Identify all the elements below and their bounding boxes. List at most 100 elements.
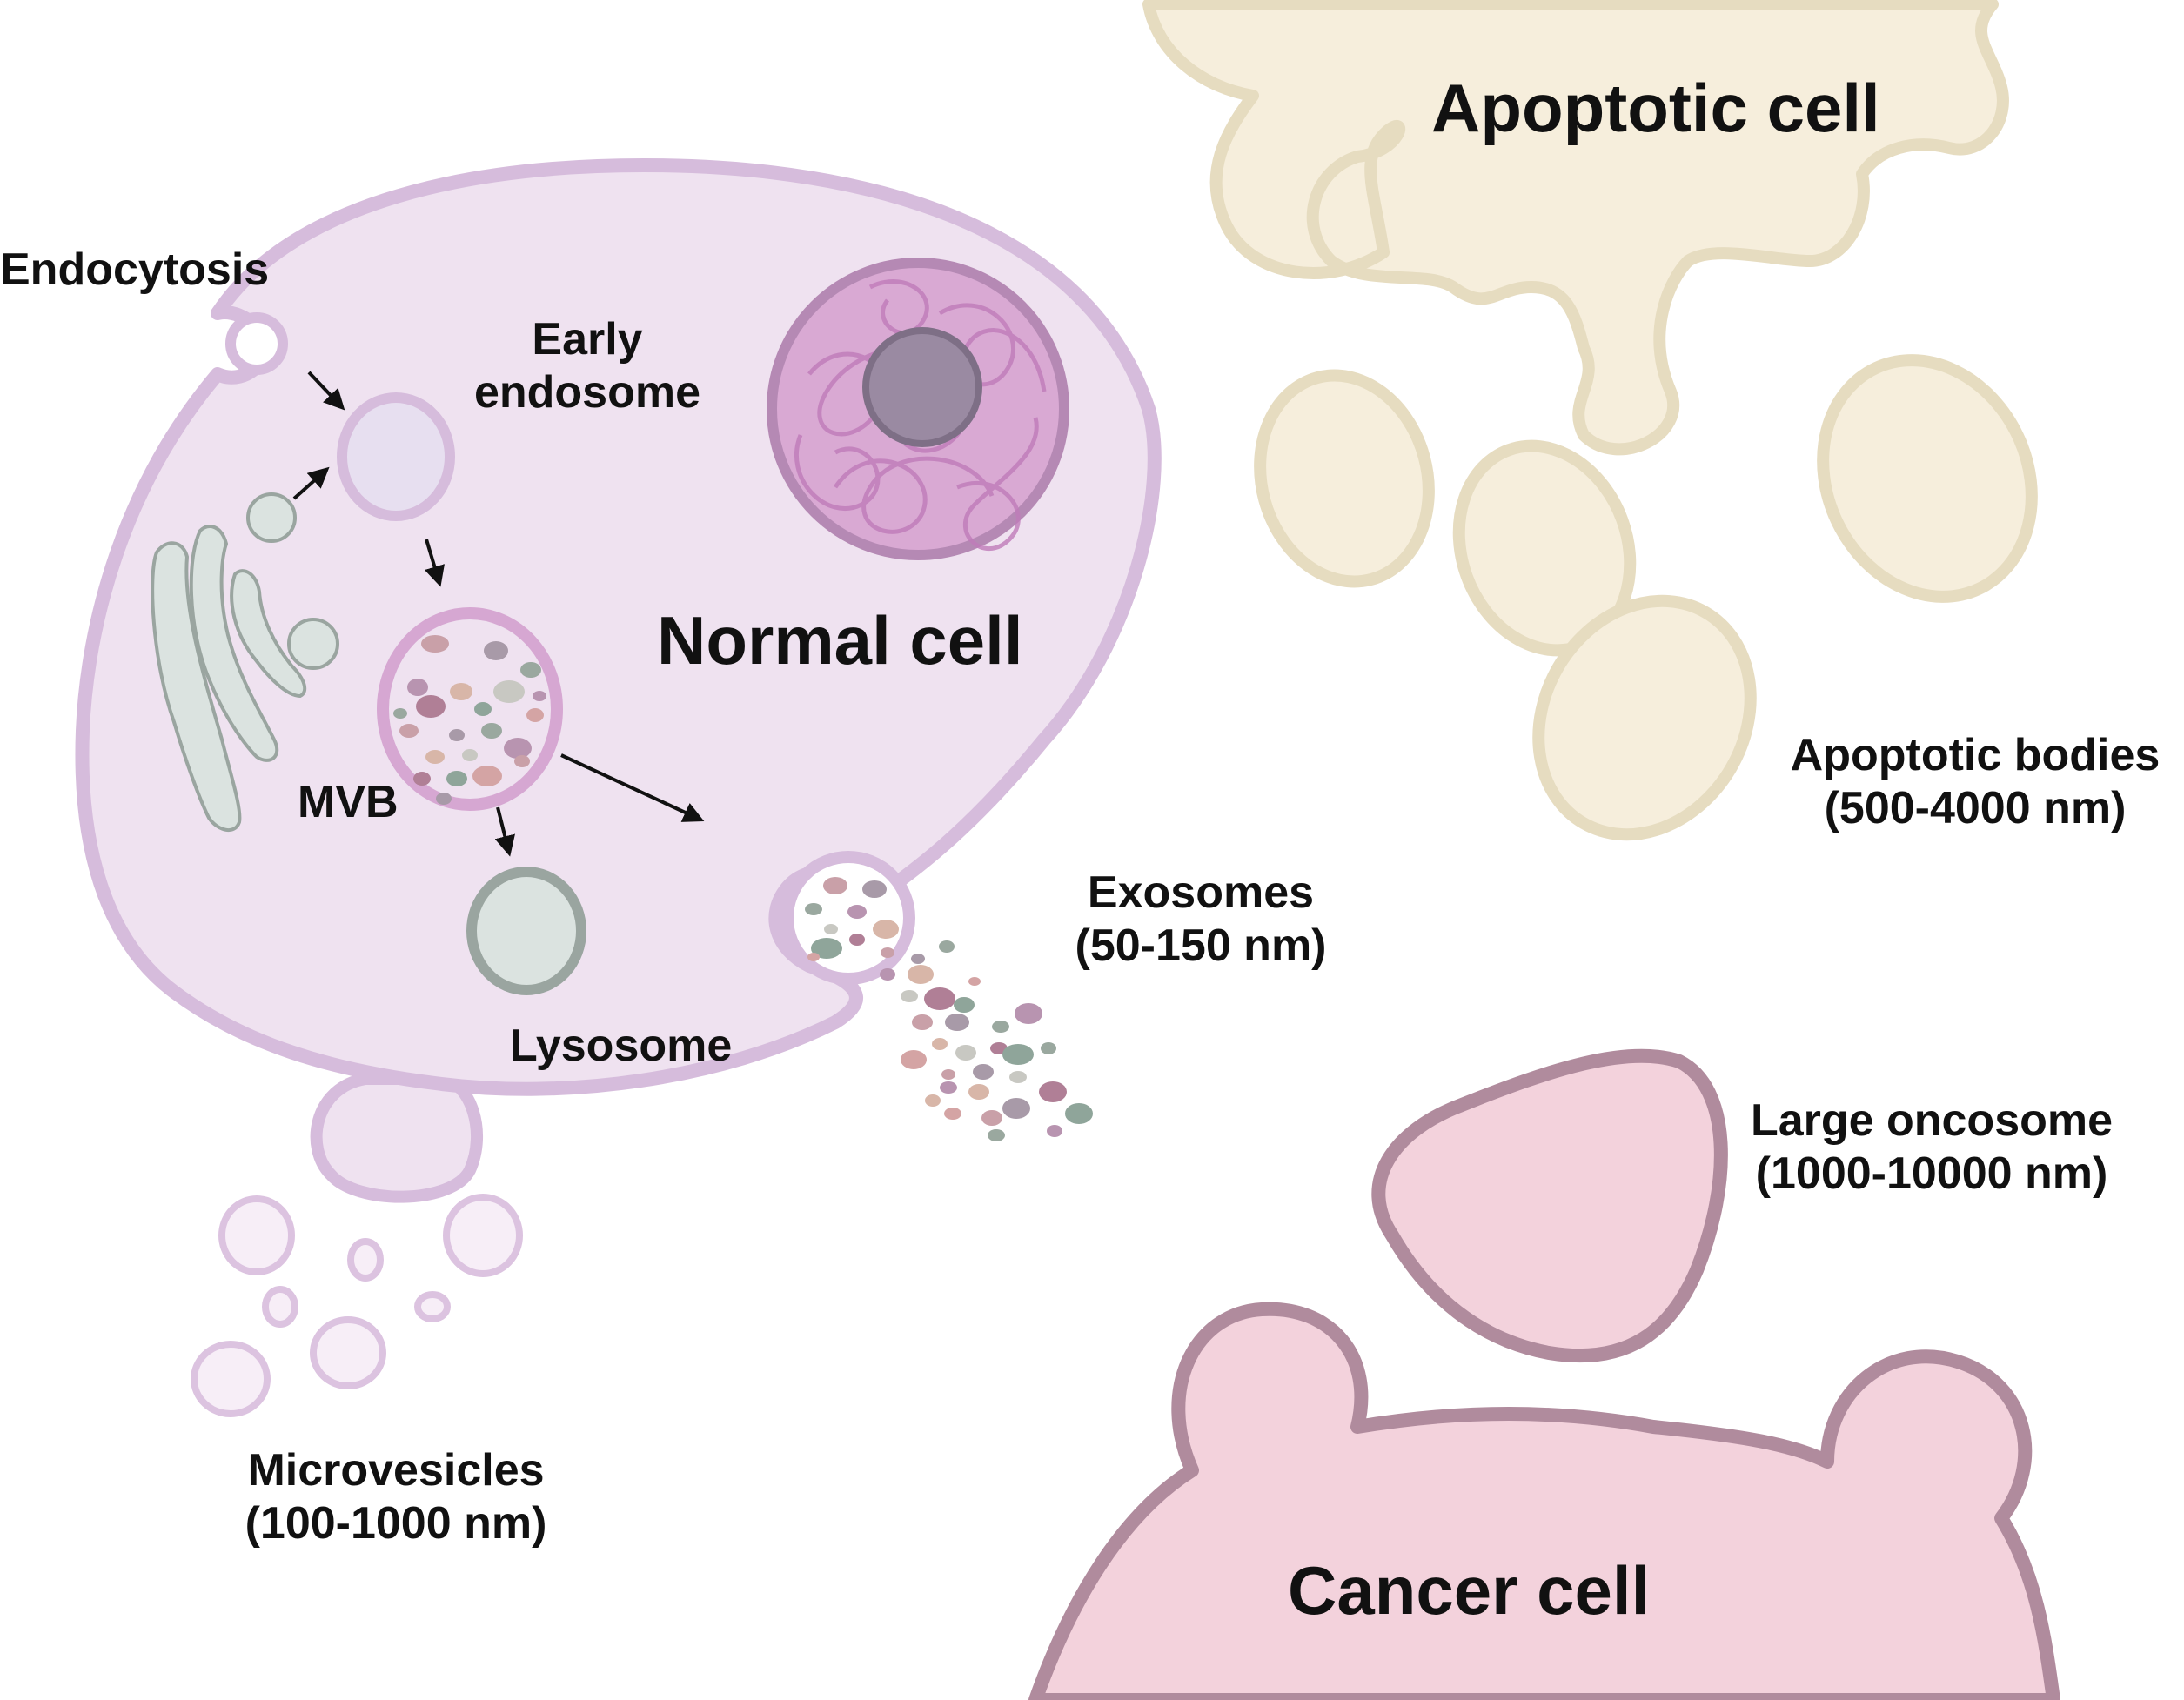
microvesicle-bud	[310, 1073, 483, 1203]
microvesicle	[347, 1238, 384, 1282]
exosome-particle	[1002, 1098, 1030, 1119]
microvesicle	[218, 1195, 295, 1275]
apoptotic-body	[1532, 594, 1757, 841]
intraluminal-vesicle	[416, 695, 446, 718]
apoptotic-bodies-label: Apoptotic bodies (500-4000 nm)	[1762, 729, 2184, 836]
exosome-particle	[954, 997, 975, 1013]
exosome-particle	[925, 1094, 941, 1107]
cancer-cell	[1028, 1302, 2060, 1700]
exosome-particle	[880, 968, 895, 981]
endocytosis-pit	[225, 312, 288, 375]
exosome-particle	[912, 1014, 933, 1030]
apoptotic-cell	[1142, 0, 2009, 456]
exosomes-label-line2: (50-150 nm)	[1075, 920, 1327, 972]
microvesicle	[262, 1286, 298, 1328]
arrow-mvb-to-lysosome	[494, 806, 515, 857]
arrow-endocytosis-to-endosome	[307, 371, 345, 411]
exosome-particle	[945, 1014, 969, 1031]
large-oncosome	[1371, 1048, 1728, 1363]
apoptotic-body	[1817, 354, 2038, 603]
arrow-endosome-to-mvb	[424, 539, 445, 587]
apoptotic-bodies-label-line1: Apoptotic bodies	[1790, 730, 2161, 780]
exosome-particle	[1009, 1071, 1027, 1083]
exosome-particle	[807, 953, 820, 961]
lysosome	[466, 867, 586, 995]
arrow-golgi-to-endosome	[292, 466, 330, 500]
intraluminal-vesicle	[436, 793, 452, 805]
exosome-particle	[1065, 1103, 1093, 1124]
intraluminal-vesicle	[484, 641, 508, 660]
normal-cell-label: Normal cell	[657, 602, 1023, 679]
large-oncosome-label-line2: (1000-10000 nm)	[1755, 1148, 2108, 1200]
microvesicles-label-line1: Microvesicles	[247, 1445, 545, 1496]
exosome-particle	[968, 977, 981, 986]
exosome-particle	[1002, 1044, 1034, 1065]
exosome-particle	[973, 1064, 994, 1080]
exosome-particle	[824, 924, 838, 934]
exosome-particle	[981, 1110, 1002, 1126]
intraluminal-vesicle	[520, 662, 541, 678]
early-endosome-label-line1: Early	[532, 314, 643, 365]
exosome-particle	[908, 965, 934, 984]
exosome-particle	[988, 1129, 1005, 1141]
intraluminal-vesicle	[462, 749, 478, 761]
exosome-particle	[939, 940, 955, 953]
exosome-particle	[992, 1021, 1009, 1033]
exosome-particle	[968, 1084, 989, 1100]
cancer-cell-group	[1028, 1048, 2060, 1700]
mvb	[377, 607, 563, 811]
exosome-particle	[823, 877, 847, 894]
exosome-particle	[849, 934, 865, 946]
intraluminal-vesicle	[399, 724, 419, 738]
apoptotic-cell-group	[1142, 0, 2038, 841]
microvesicle	[443, 1194, 523, 1277]
apoptotic-bodies-label-line2: (500-4000 nm)	[1824, 783, 2127, 834]
exosome-particle	[901, 1050, 927, 1069]
lysosome-label: Lysosome	[510, 1021, 733, 1071]
exosome-particle	[901, 990, 918, 1002]
golgi-apparatus	[151, 492, 339, 832]
exosome-particle	[911, 954, 925, 964]
exosome-particle	[881, 947, 894, 958]
intraluminal-vesicle	[413, 772, 431, 786]
intraluminal-vesicle	[504, 738, 532, 759]
intraluminal-vesicle	[474, 702, 492, 716]
intraluminal-vesicle	[526, 708, 544, 722]
cancer-cell-label: Cancer cell	[1288, 1552, 1651, 1629]
arrow-mvb-to-exosome-release	[560, 753, 705, 822]
exosome-particle	[811, 938, 842, 959]
intraluminal-vesicle	[393, 708, 407, 719]
intraluminal-vesicle	[472, 766, 502, 786]
exosome-particle	[1039, 1081, 1067, 1102]
exosomes-label-line1: Exosomes	[1087, 867, 1315, 918]
mvb-intraluminal-vesicles	[393, 635, 546, 805]
early-endosome	[337, 392, 455, 521]
exosome-particle	[940, 1081, 957, 1094]
intraluminal-vesicle	[481, 723, 502, 739]
early-endosome-label-line2: endosome	[473, 367, 701, 418]
large-oncosome-label-line1: Large oncosome	[1750, 1095, 2114, 1146]
exosome-particle	[873, 920, 899, 939]
intraluminal-vesicle	[421, 635, 449, 653]
endocytosis-label: Endocytosis	[0, 244, 270, 295]
pathway-arrows	[292, 371, 705, 857]
exosome-particle	[924, 987, 955, 1010]
intraluminal-vesicle	[425, 750, 445, 764]
mvb-label: MVB	[298, 777, 399, 827]
microvesicle	[191, 1341, 271, 1417]
exosome-particle	[862, 880, 887, 898]
exosome-particle	[1047, 1125, 1062, 1137]
apoptotic-cell-label: Apoptotic cell	[1431, 70, 1880, 146]
early-endosome-label: Early endosome	[452, 313, 722, 420]
intraluminal-vesicle	[449, 729, 465, 741]
nucleolus	[862, 327, 982, 447]
exosome-particle	[1041, 1042, 1056, 1054]
exosome-release-pocket	[781, 851, 915, 985]
intraluminal-vesicle	[450, 683, 472, 700]
apoptotic-body	[1254, 369, 1435, 588]
intraluminal-vesicle	[533, 691, 546, 701]
exosome-particle	[932, 1038, 948, 1050]
microvesicle	[414, 1291, 451, 1322]
microvesicles-group	[191, 1194, 523, 1417]
microvesicles-label-line2: (100-1000 nm)	[245, 1498, 547, 1549]
